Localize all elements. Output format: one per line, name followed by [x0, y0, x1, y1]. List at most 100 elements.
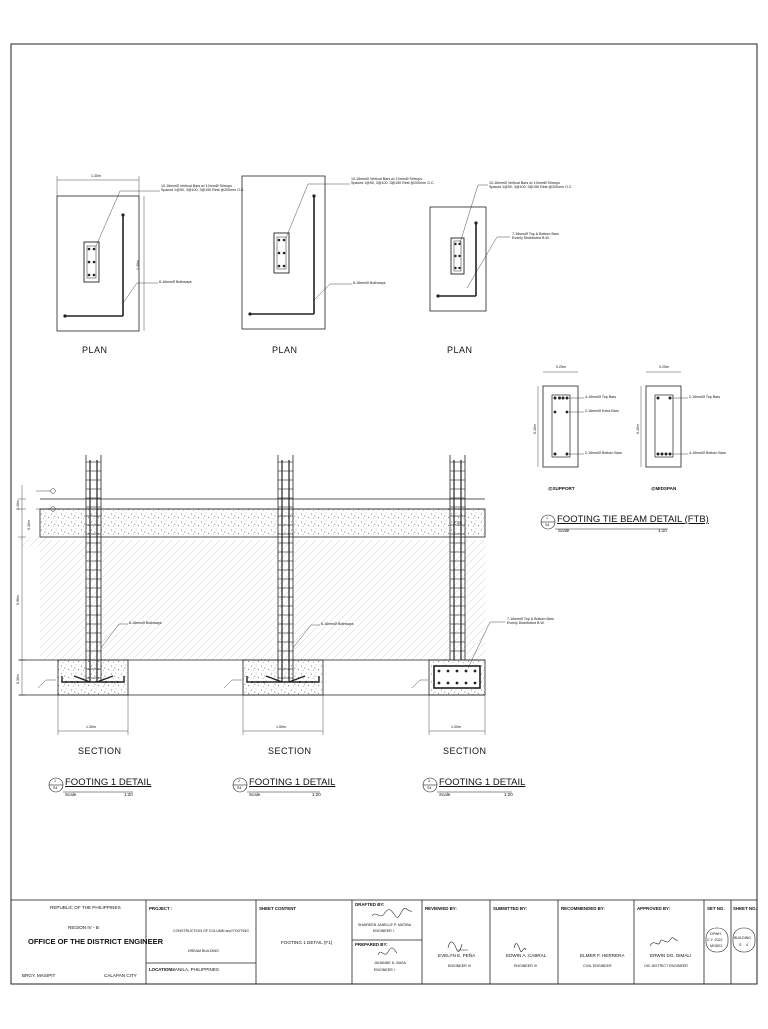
tb-reviewed-label: REVIEWED BY: [425, 906, 457, 911]
tb-city: CALAPAN CITY [104, 973, 137, 978]
ftb-midspan-height: 0.40m [636, 424, 640, 434]
section-column-2 [277, 455, 294, 682]
tb-prepared-role: ENGINEER I [374, 968, 395, 972]
tb-set-label: SET NO. [707, 906, 725, 911]
section-label-3: SECTION [443, 746, 487, 756]
tb-recommended-label: RECOMMENDED BY: [561, 906, 605, 911]
tb-project-label: PROJECT : [149, 906, 173, 911]
detail-3-marker-sheet: S4 [427, 786, 432, 790]
grade-beam-3 [433, 665, 481, 689]
section-dim-1: 0.40m [16, 500, 20, 510]
ftb-support-width: 0.25m [556, 365, 566, 369]
ftb-midspan-top-bars: 2-16mmØ Top Bars [689, 395, 721, 399]
tb-approved-name: ERWIN DG. DIMALI [650, 953, 692, 958]
tb-submitted-name: EDWIN A. CABRAL [506, 953, 547, 958]
tb-drafted-label: DRAFTED BY: [355, 902, 385, 907]
tb-project-value: CONSTRUCTION OF COLUMN and FOOTING [173, 929, 249, 933]
detail-3-scale-label: Scale [439, 792, 451, 797]
detail-3-scale-value: 1:20 [504, 792, 513, 797]
section-dim-4: 0.30m [16, 674, 20, 684]
tb-set-value: DPWH [710, 932, 721, 936]
plan-3-top-bottom-note: 7-16mmØ Top & Bottom Bars Evenly Distrib… [512, 232, 559, 240]
plan-1-height-dim: 1.30m [136, 260, 140, 270]
ftb-marker-number: 1 [546, 516, 548, 520]
plan-2-label: PLAN [272, 345, 298, 355]
tb-prepared-name: JAHANNE D. BASA [374, 961, 406, 965]
tb-brgy: BRGY. MASIPIT [22, 973, 56, 978]
tb-drafted-role: ENGINEER I [373, 929, 394, 933]
detail-1-title: FOOTING 1 DETAIL [65, 777, 152, 788]
tb-prepared-label: PREPARED BY: [355, 942, 388, 947]
plan-1-vertical-bars-note: 10-16mmØ Vertical Bars w/ 10mmØ Stirrups… [161, 184, 245, 192]
plan-1-width-dim: 1.30m [91, 174, 101, 178]
tb-location-label: LOCATION : [149, 967, 175, 972]
tb-submitted-label: SUBMITTED BY: [493, 906, 528, 911]
tb-approved-role: OIC-DISTRICT ENGINEER [644, 964, 688, 968]
footing-bars-1 [61, 675, 125, 683]
section-note-2: 8-16mmØ Bothways [321, 622, 354, 626]
plan-2-vertical-bars-note: 10-16mmØ Vertical Bars w/ 10mmØ Stirrups… [351, 177, 435, 185]
ftb-support-height: 0.40m [533, 424, 537, 434]
tb-office: OFFICE OF THE DISTRICT ENGINEER [28, 937, 164, 946]
ftb-support-label: @SUPPORT [548, 486, 575, 491]
plan-2-bothways-note: 8-16mmØ Bothways [353, 281, 386, 285]
ftb-support-extra-bars: 2-16mmØ Extra Bars [585, 409, 619, 413]
ftb-scale-value: 1:10 [658, 528, 667, 533]
detail-1-marker-sheet: S4 [53, 786, 58, 790]
tie-beam-midspan-drawing [640, 371, 688, 468]
tb-set-sub: MODEL [710, 944, 723, 948]
ftb-scale-label: Scale [558, 528, 570, 533]
detail-2-marker-sheet: S4 [237, 786, 242, 790]
tb-drafted-name: SHAIREEN JANELLE P. MATIBA [358, 923, 411, 927]
tb-sheet-num: S [739, 943, 742, 947]
tie-beam-support-drawing [537, 371, 584, 468]
section-dim-2: 0.30m [27, 520, 31, 530]
section-dim-3: 0.90m [16, 595, 20, 605]
detail-markers [48, 514, 668, 793]
tb-sheet-content-value: FOOTING 1 DETAIL (F1) [281, 940, 333, 945]
detail-3-marker-number: 3 [428, 779, 430, 783]
tb-region: REGION IV - B [68, 925, 99, 930]
section-footing-dim-3: 1.00m [451, 725, 461, 729]
tb-sheet-label: SHEET NO.: [733, 906, 759, 911]
detail-1-scale-label: Scale [65, 792, 77, 797]
tb-reviewed-name: EVELYN E. PEÑA [438, 953, 476, 958]
detail-2-scale-label: Scale [249, 792, 261, 797]
tb-submitted-role: ENGINEER III [514, 964, 537, 968]
plan-1-bothways-note: 8-16mmØ Bothways [159, 280, 192, 284]
signatures [371, 908, 756, 956]
tb-sheet-content-label: SHEET CONTENT [259, 906, 297, 911]
section-ftb-tag: FTB [454, 521, 461, 525]
tb-set-year: C.Y. 2022 [707, 938, 723, 942]
tb-recommended-name: ELMER F. HERRERA [580, 953, 625, 958]
tb-reviewed-role: ENGINEER III [448, 964, 471, 968]
detail-1-marker-number: 1 [54, 779, 56, 783]
tb-project-sub: DREAM BUILDING [188, 949, 219, 953]
plan-2-drawing [241, 175, 352, 330]
section-label-1: SECTION [78, 746, 122, 756]
section-note-3: 7-16mmØ Top & Bottom Bars Evenly Distrib… [507, 617, 554, 625]
section-column-1 [85, 455, 102, 682]
detail-3-title: FOOTING 1 DETAIL [439, 777, 526, 788]
tb-sheet-num2: 4 [746, 943, 748, 947]
section-footing-dim-2: 1.50m [276, 725, 286, 729]
plan-3-label: PLAN [447, 345, 473, 355]
ftb-midspan-label: @MIDSPAN [651, 486, 677, 491]
detail-2-marker-number: 2 [238, 779, 240, 783]
plan-1-label: PLAN [82, 345, 108, 355]
ftb-support-top-bars: 4-16mmØ Top Bars [585, 395, 617, 399]
title-block-frame [10, 899, 758, 985]
ftb-support-bottom-bars: 2-16mmØ Bottom Bars [585, 451, 622, 455]
section-label-2: SECTION [268, 746, 312, 756]
ftb-marker-sheet: S4 [545, 523, 550, 527]
tb-approved-label: APPROVED BY: [637, 906, 671, 911]
section-drawing [18, 455, 505, 735]
section-note-1: 8-16mmØ Bothways [129, 621, 162, 625]
ftb-title: FOOTING TIE BEAM DETAIL (FTB) [557, 514, 709, 525]
tb-republic: REPUBLIC OF THE PHILIPPINES [50, 905, 121, 910]
plan-3-drawing [429, 184, 510, 312]
detail-2-title: FOOTING 1 DETAIL [249, 777, 336, 788]
plan-1-drawing [56, 176, 160, 332]
